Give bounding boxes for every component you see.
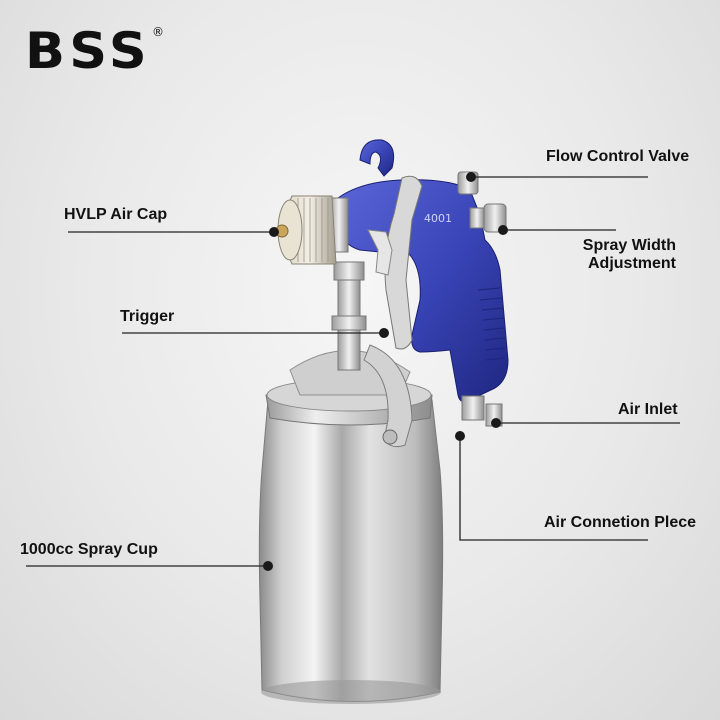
cup-connector <box>331 261 367 371</box>
label-spray-width-line1: Spray Width <box>582 237 676 254</box>
label-air-connection-piece: Air Connetion Plece <box>544 514 697 531</box>
callout-dots <box>263 172 508 571</box>
label-trigger: Trigger <box>120 308 175 325</box>
label-hvlp-air-cap: HVLP Air Cap <box>64 206 168 223</box>
registered-mark: ® <box>152 25 164 39</box>
brand-logo: BSS <box>25 22 151 80</box>
spray-cup <box>258 344 444 704</box>
leader-lines <box>26 176 680 567</box>
label-air-inlet: Air Inlet <box>618 401 678 418</box>
label-spray-width: Spray Width Adjustment <box>560 237 676 273</box>
label-spray-width-line2: Adjustment <box>588 255 676 272</box>
model-marking: 4001 <box>424 212 452 225</box>
spray-width-knob <box>469 203 507 233</box>
air-cap <box>275 195 349 265</box>
label-flow-control-valve: Flow Control Valve <box>546 148 690 165</box>
label-spray-cup: 1000cc Spray Cup <box>20 541 158 558</box>
leader-air-connection <box>459 436 648 541</box>
